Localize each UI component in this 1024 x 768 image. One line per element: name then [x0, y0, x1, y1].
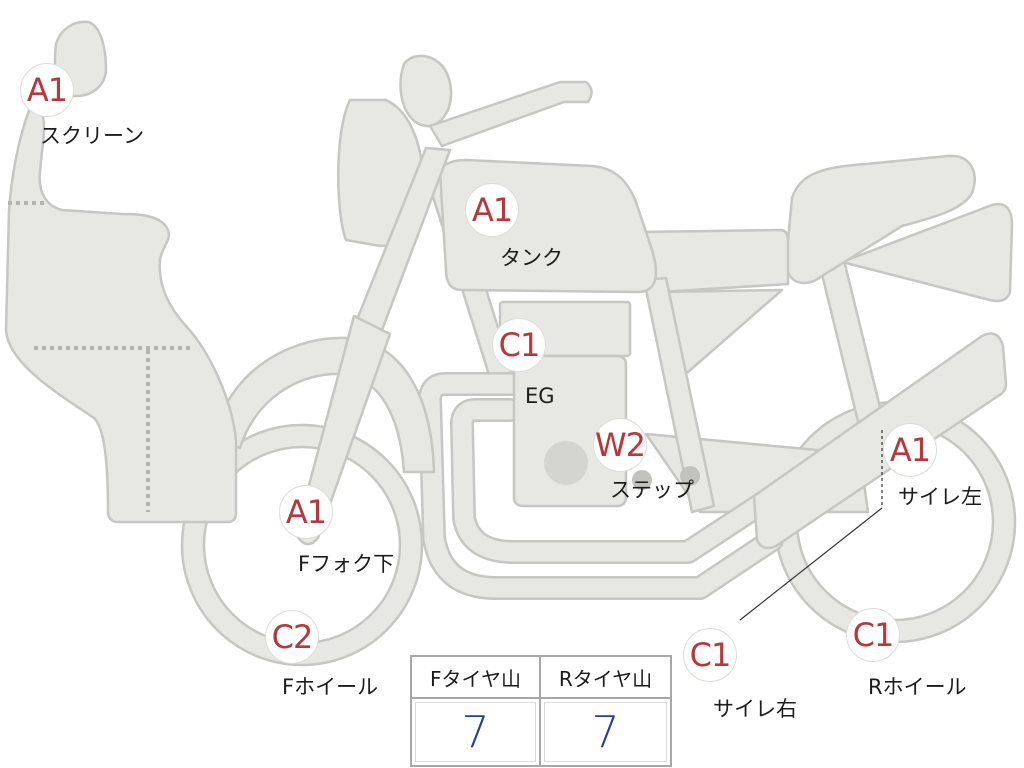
- part-label-step: ステップ: [610, 478, 694, 502]
- grade-badge-tank: A1: [466, 184, 518, 236]
- grade-badge-fork-lower: A1: [280, 486, 332, 538]
- front-fender: [212, 336, 436, 474]
- mirror: [399, 54, 453, 128]
- rear-tire-tread-value: 7: [541, 699, 670, 765]
- part-label-front-wheel: Fホイール: [282, 675, 379, 699]
- seat: [784, 154, 976, 285]
- part-label-engine: EG: [525, 384, 555, 408]
- fairing-panel-lines: [8, 201, 190, 512]
- part-label-silencer-right: サイレ右: [713, 697, 797, 721]
- rear-tire-tread-header: Rタイヤ山: [541, 657, 670, 699]
- part-label-fork-lower: Fフォク下: [298, 552, 395, 576]
- step-peg-front: [632, 470, 652, 490]
- step-peg-rear: [680, 466, 700, 486]
- exhaust-pipe-outer: [420, 374, 782, 598]
- silencer: [752, 332, 1008, 550]
- grade-badge-screen: A1: [21, 64, 73, 116]
- grade-badge-silencer-right: C1: [684, 629, 736, 681]
- grade-badge-silencer-left: A1: [884, 424, 936, 476]
- front-tire-tread-header: Fタイヤ山: [412, 657, 541, 699]
- engine-side-cover: [544, 441, 588, 485]
- grade-badge-engine: C1: [493, 319, 545, 371]
- part-label-silencer-left: サイレ左: [898, 485, 982, 509]
- center-frame-tube: [642, 276, 716, 514]
- handlebar: [428, 80, 593, 148]
- part-label-rear-wheel: Rホイール: [868, 675, 967, 699]
- front-fairing: [4, 106, 238, 524]
- grade-badge-step: W2: [594, 419, 646, 471]
- part-label-tank: タンク: [500, 246, 563, 270]
- exhaust-pipes: [418, 372, 784, 600]
- grade-badge-rear-wheel: C1: [847, 609, 899, 661]
- grade-badge-front-wheel: C2: [266, 611, 318, 663]
- silencer-leader-line: [739, 507, 883, 621]
- front-tire-tread-value: 7: [412, 699, 541, 765]
- rear-frame: [636, 228, 790, 294]
- part-label-screen: スクリーン: [40, 124, 144, 148]
- tail-cowl: [840, 202, 1014, 303]
- tire-tread-table: Fタイヤ山 Rタイヤ山 7 7: [410, 655, 672, 767]
- exhaust-pipe-inner: [452, 400, 768, 562]
